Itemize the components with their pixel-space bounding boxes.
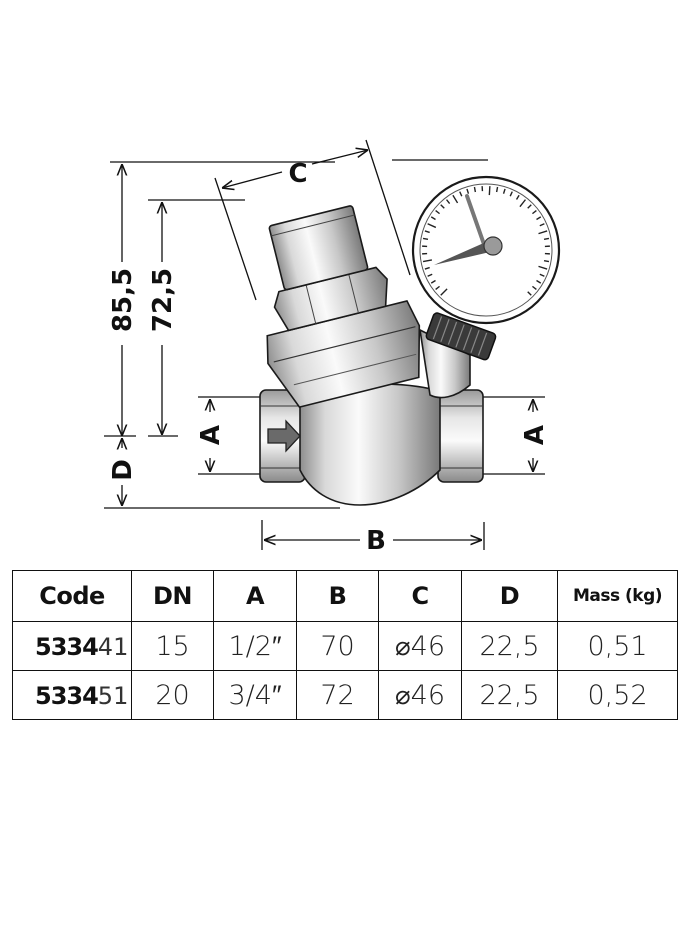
dimension-b: B <box>261 520 485 556</box>
gauge-tick <box>452 194 459 204</box>
gauge-tick <box>445 199 451 204</box>
cell-mass: 0,52 <box>557 670 678 720</box>
cell-c-value: 46 <box>410 630 445 662</box>
cell-d: 22,5 <box>461 621 558 671</box>
gauge-tick <box>488 186 491 196</box>
pressure-reducing-valve <box>259 205 497 506</box>
cell-dn: 20 <box>131 670 214 720</box>
table-header-row: Code DN A B C D Mass (kg) <box>12 570 678 622</box>
code-main: 5334 <box>35 632 99 661</box>
cell-b: 72 <box>296 670 379 720</box>
gauge-tick <box>539 223 545 227</box>
gauge-tick <box>527 291 532 296</box>
header-d: D <box>461 570 558 622</box>
cell-code: 533451 <box>12 670 132 720</box>
gauge-tick <box>473 186 477 193</box>
gauge-tick <box>424 266 430 270</box>
dimension-85-5: 85,5 <box>108 161 335 436</box>
header-mass: Mass (kg) <box>557 570 678 622</box>
code-suffix: 41 <box>97 632 129 661</box>
flow-direction-arrow-icon <box>267 419 301 453</box>
height-top-label: 72,5 <box>148 268 178 332</box>
dimension-a-left: A <box>196 396 262 475</box>
gauge-tick <box>543 259 550 263</box>
gauge-tick <box>495 186 499 193</box>
gauge-tick <box>459 191 463 197</box>
cell-c: ⌀46 <box>378 621 462 671</box>
header-code: Code <box>12 570 132 622</box>
a-right-label: A <box>520 425 550 445</box>
gauge-tick <box>519 199 527 208</box>
gauge-tick <box>502 188 506 194</box>
gauge-tick <box>427 273 433 277</box>
gauge-tick <box>515 194 520 200</box>
cell-c-value: 46 <box>410 679 445 711</box>
gauge-tick <box>427 223 437 229</box>
gauge-tick <box>440 288 448 296</box>
gauge-tick <box>536 279 542 284</box>
gauge-tick <box>509 191 513 197</box>
gauge-tick <box>532 209 537 215</box>
gauge-tick <box>466 188 470 194</box>
gauge-tick <box>543 237 550 241</box>
gauge-tick <box>435 285 440 291</box>
diameter-symbol: ⌀ <box>394 631 411 662</box>
cell-mass: 0,51 <box>557 621 678 671</box>
d-label: D <box>108 459 138 481</box>
dimension-c: C <box>214 139 488 301</box>
cell-dn: 15 <box>131 621 214 671</box>
b-label: B <box>366 526 386 556</box>
header-a: A <box>213 570 297 622</box>
cell-b: 70 <box>296 621 379 671</box>
gauge-tick <box>435 209 440 215</box>
code-main: 5334 <box>35 681 99 710</box>
cell-d: 22,5 <box>461 670 558 720</box>
table-row: 533451 20 3/4″ 72 ⌀46 22,5 0,52 <box>12 670 678 720</box>
pressure-gauge-icon <box>411 175 561 325</box>
code-suffix: 51 <box>97 681 129 710</box>
gauge-tick <box>539 273 545 277</box>
header-c: C <box>378 570 462 622</box>
a-left-label: A <box>196 425 226 445</box>
dimension-72-5: 72,5 <box>148 199 245 437</box>
height-total-label: 85,5 <box>108 268 138 332</box>
gauge-tick <box>424 230 430 234</box>
header-b: B <box>296 570 379 622</box>
gauge-tick <box>440 204 445 209</box>
diameter-symbol: ⌀ <box>394 680 411 711</box>
dimension-a-right: A <box>478 396 550 475</box>
gauge-tick <box>527 204 532 209</box>
header-dn: DN <box>131 570 214 622</box>
gauge-tick <box>430 279 436 284</box>
specification-table: Code DN A B C D Mass (kg) 533441 15 1/2″… <box>12 570 678 720</box>
gauge-tick <box>538 265 548 270</box>
gauge-tick <box>422 259 433 263</box>
gauge-tick <box>536 216 542 221</box>
table-row: 533441 15 1/2″ 70 ⌀46 22,5 0,51 <box>12 621 678 671</box>
c-label: C <box>288 159 307 189</box>
gauge-tick <box>538 230 548 235</box>
valve-dimension-drawing: 85,5 72,5 D A A B <box>104 139 561 556</box>
cell-a: 1/2″ <box>213 621 297 671</box>
gauge-tick <box>422 237 429 241</box>
cell-code: 533441 <box>12 621 132 671</box>
dimension-d: D <box>104 435 340 509</box>
cell-a: 3/4″ <box>213 670 297 720</box>
cell-c: ⌀46 <box>378 670 462 720</box>
gauge-tick <box>430 216 436 221</box>
gauge-tick <box>532 285 537 291</box>
